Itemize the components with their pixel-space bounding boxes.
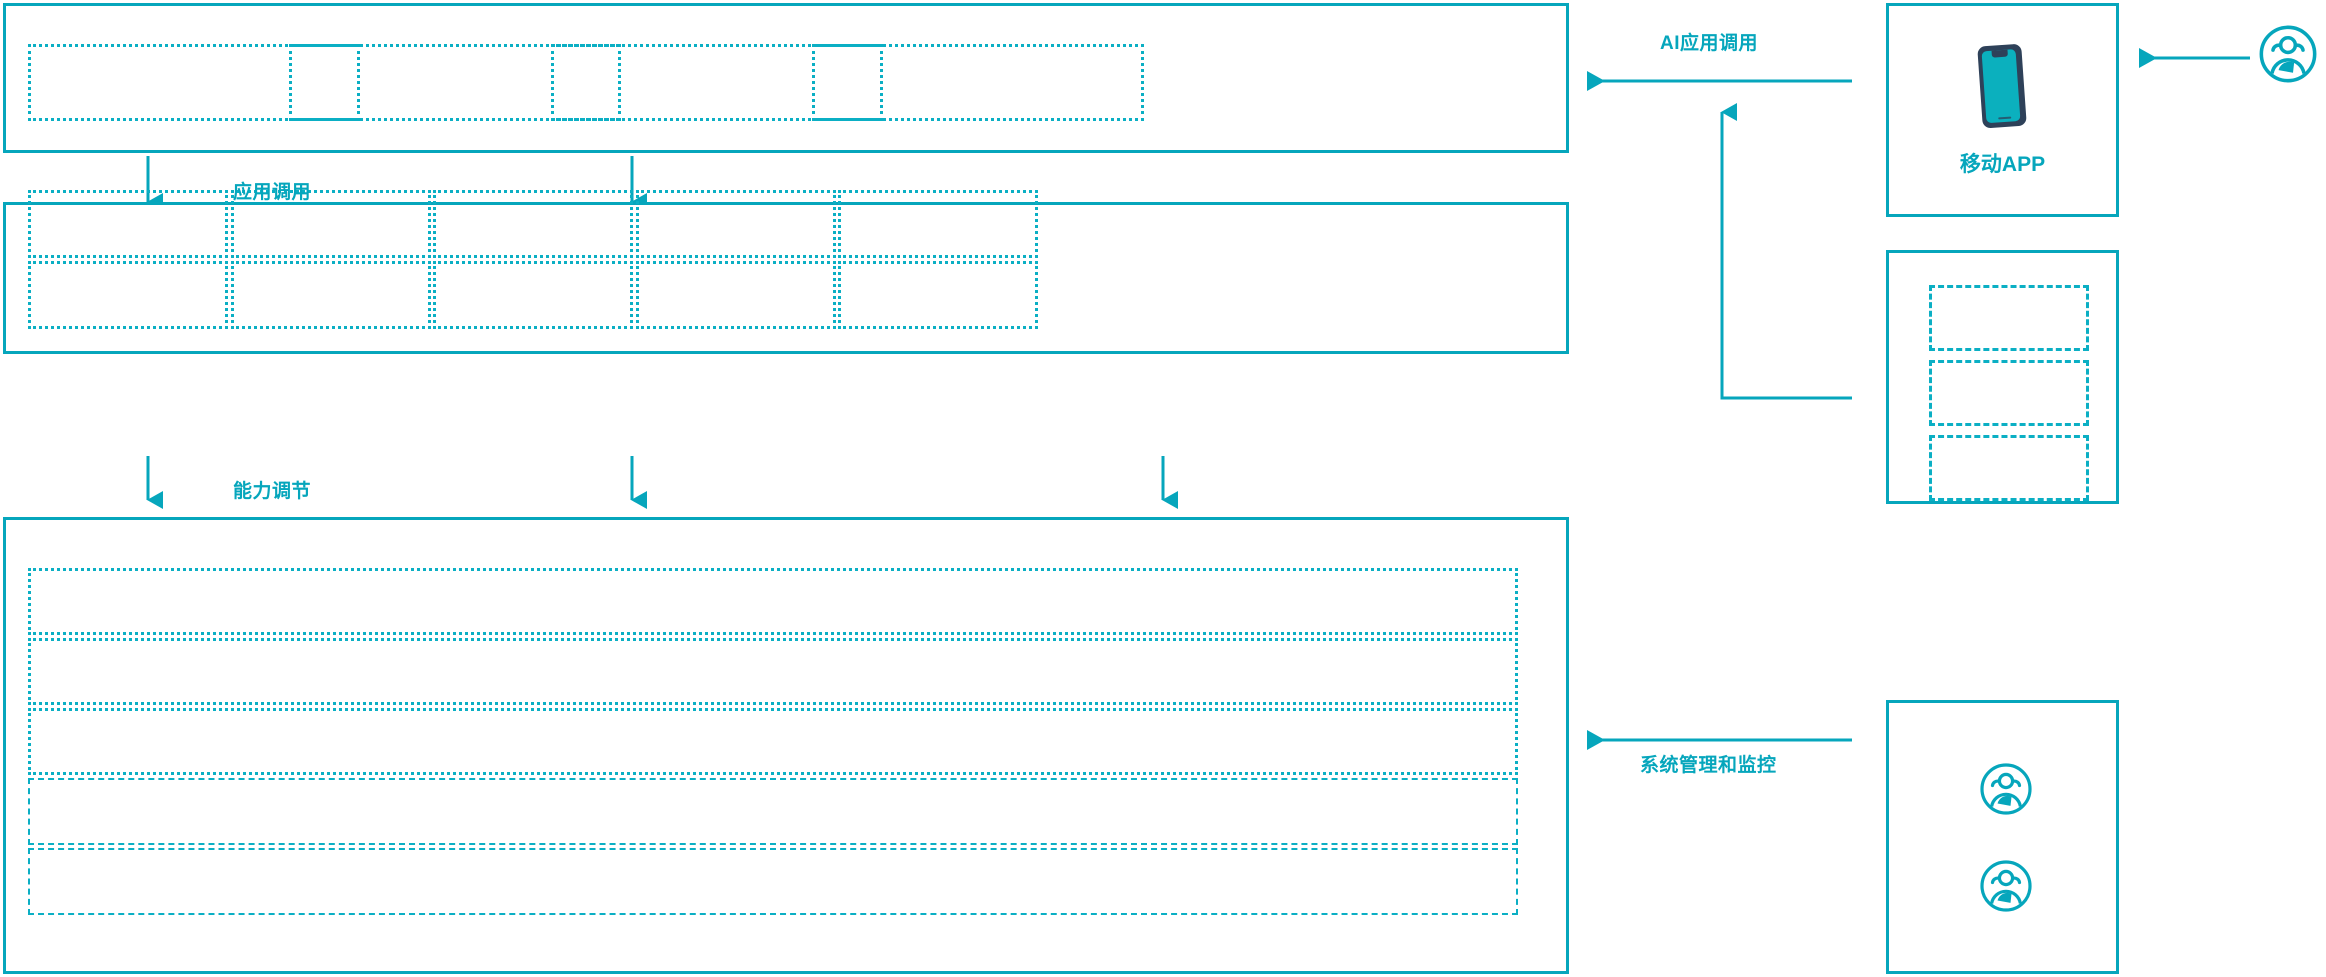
channel-slot-1[interactable]	[1929, 285, 2089, 351]
connector-label-application-call: 应用调用	[233, 182, 312, 203]
infrastructure-slot-5[interactable]	[28, 848, 1518, 915]
capability-slot-r2c2[interactable]	[231, 261, 431, 329]
capability-layer-panel	[3, 190, 1569, 354]
capability-slot-r1c2[interactable]	[231, 190, 431, 258]
capability-slot-r1c5[interactable]	[838, 190, 1038, 258]
infrastructure-slot-2[interactable]	[28, 638, 1518, 705]
connector-label-system-management: 系统管理和监控	[1640, 755, 1777, 776]
connector-label-capability-adjust: 能力调节	[233, 481, 312, 502]
mobile-app-card[interactable]: 移动APP	[1886, 3, 2119, 217]
infrastructure-slot-3[interactable]	[28, 708, 1518, 775]
application-slot-4[interactable]	[812, 44, 1144, 121]
elbow-channel-to-ai-call	[1720, 103, 1852, 400]
capability-slot-r2c1[interactable]	[28, 261, 228, 329]
channel-panel	[1886, 250, 2119, 504]
connector-ai-application-call	[1587, 71, 1852, 400]
infrastructure-slot-4[interactable]	[28, 778, 1518, 845]
capability-slot-r1c4[interactable]	[636, 190, 836, 258]
capability-slot-r1c3[interactable]	[433, 190, 633, 258]
application-slot-2[interactable]	[289, 44, 621, 121]
application-slot-3[interactable]	[551, 44, 883, 121]
mobile-phone-icon	[1972, 43, 2034, 134]
user-group-icon[interactable]	[1979, 762, 2033, 821]
capability-slot-r1c1[interactable]	[28, 190, 228, 258]
channel-slot-3[interactable]	[1929, 435, 2089, 501]
operations-panel	[1886, 700, 2119, 974]
mobile-app-label: 移动APP	[1959, 152, 2046, 176]
capability-slot-r2c5[interactable]	[838, 261, 1038, 329]
user-group-icon[interactable]	[1979, 859, 2033, 918]
infrastructure-slot-1[interactable]	[28, 568, 1518, 635]
end-user-group-icon[interactable]	[2258, 24, 2318, 89]
channel-slot-2[interactable]	[1929, 360, 2089, 426]
capability-slot-r2c4[interactable]	[636, 261, 836, 329]
application-layer-panel	[3, 3, 1569, 153]
application-slot-1[interactable]	[28, 44, 360, 121]
infrastructure-layer-panel	[3, 517, 1569, 974]
capability-slot-r2c3[interactable]	[433, 261, 633, 329]
operations-user-icon-stack	[1889, 703, 2122, 977]
connector-label-ai-application-call: AI应用调用	[1660, 33, 1759, 54]
